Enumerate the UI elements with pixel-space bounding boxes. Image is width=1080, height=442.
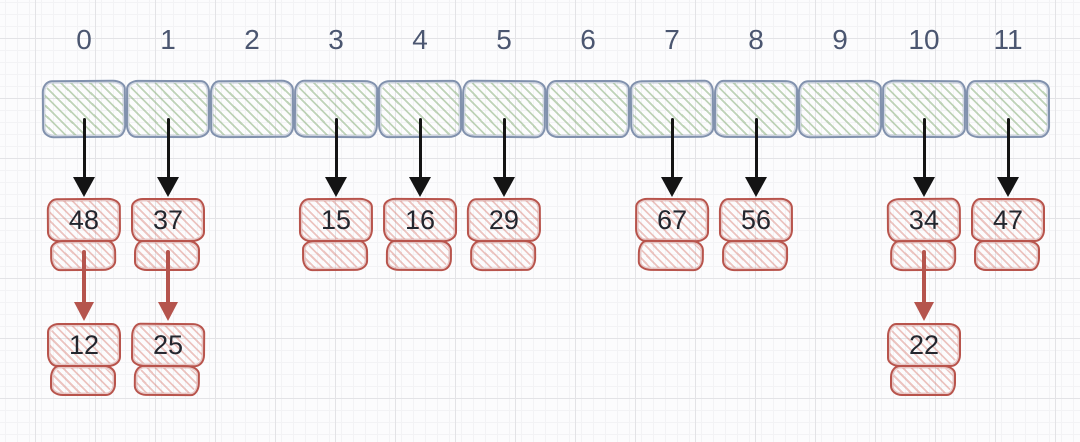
arrow-head-icon — [913, 177, 935, 197]
node-value: 15 — [320, 204, 352, 235]
node-value-box: 48 — [46, 197, 122, 243]
node-next-pointer-box — [385, 239, 452, 272]
bucket-index-label: 1 — [160, 24, 176, 55]
arrow-head-icon — [73, 177, 95, 197]
array-cell — [209, 79, 295, 139]
bucket-index-label: 6 — [580, 24, 596, 55]
node-value-box: 16 — [382, 197, 458, 243]
bucket-column: 3 15 — [293, 0, 379, 442]
node-next-pointer-box — [890, 239, 957, 272]
node-next-pointer-box — [133, 364, 200, 397]
bucket-index-label: 0 — [76, 24, 92, 55]
list-node: 25 — [130, 322, 206, 397]
bucket-index-label: 10 — [908, 24, 940, 55]
array-cell — [797, 79, 883, 139]
node-value-box: 12 — [47, 323, 121, 367]
bucket-column: 4 16 — [377, 0, 463, 442]
array-cell — [41, 79, 127, 139]
node-value: 16 — [404, 204, 436, 235]
bucket-column: 2 — [209, 0, 295, 442]
node-value: 34 — [908, 204, 940, 235]
arrow-head-icon — [158, 302, 178, 321]
bucket-index-label: 5 — [496, 24, 512, 55]
list-node: 15 — [298, 197, 374, 272]
array-cell — [713, 79, 799, 139]
list-node: 22 — [887, 323, 961, 396]
arrow-head-icon — [325, 177, 347, 197]
list-node: 67 — [634, 197, 710, 272]
list-node: 37 — [131, 198, 205, 271]
arrow-head-icon — [997, 177, 1019, 197]
node-next-pointer-box — [890, 365, 956, 396]
list-node: 47 — [971, 198, 1045, 271]
bucket-index-label: 7 — [664, 24, 680, 55]
list-node: 48 — [46, 197, 122, 272]
bucket-index-label: 9 — [832, 24, 848, 55]
node-next-pointer-box — [50, 239, 117, 272]
arrow-head-icon — [661, 177, 683, 197]
bucket-column: 1 37 25 — [125, 0, 211, 442]
node-value-box: 47 — [971, 198, 1045, 242]
list-node: 12 — [47, 323, 121, 396]
arrow-head-icon — [914, 302, 934, 321]
node-next-pointer-box — [470, 239, 537, 272]
array-cell — [293, 79, 379, 139]
array-cell — [881, 79, 967, 139]
node-next-pointer-box — [302, 239, 369, 272]
list-node: 34 — [886, 197, 962, 272]
node-value: 22 — [908, 329, 940, 360]
node-value-box: 67 — [634, 197, 710, 243]
bucket-column: 11 47 — [965, 0, 1051, 442]
node-next-pointer-box — [134, 240, 200, 271]
node-value-box: 29 — [466, 197, 542, 243]
arrow-head-icon — [745, 177, 767, 197]
node-value-box: 37 — [131, 198, 205, 242]
bucket-column: 9 — [797, 0, 883, 442]
bucket-column: 0 48 12 — [41, 0, 127, 442]
array-cell — [461, 79, 547, 139]
bucket-column: 8 56 — [713, 0, 799, 442]
node-value: 48 — [68, 204, 100, 235]
node-value: 12 — [68, 329, 100, 360]
node-value: 67 — [656, 204, 688, 235]
node-value-box: 15 — [298, 197, 374, 243]
array-cell — [629, 79, 715, 139]
bucket-column: 6 — [546, 0, 630, 442]
node-next-pointer-box — [974, 240, 1040, 271]
node-next-pointer-box — [637, 239, 704, 272]
bucket-index-label: 4 — [412, 24, 428, 55]
bucket-column: 10 34 22 — [881, 0, 967, 442]
array-cell — [965, 79, 1051, 139]
arrow-head-icon — [74, 302, 94, 321]
arrow-head-icon — [493, 177, 515, 197]
node-value: 37 — [152, 204, 184, 235]
list-node: 16 — [382, 197, 458, 272]
bucket-column: 7 67 — [629, 0, 715, 442]
node-value: 25 — [152, 329, 184, 360]
bucket-index-label: 3 — [328, 24, 344, 55]
node-value-box: 34 — [886, 197, 962, 243]
node-value-box: 56 — [718, 197, 794, 243]
node-value-box: 22 — [887, 323, 961, 367]
bucket-index-label: 11 — [993, 24, 1023, 55]
node-next-pointer-box — [722, 239, 789, 272]
node-value: 47 — [992, 204, 1024, 235]
array-cell — [125, 79, 211, 139]
array-cell — [377, 79, 463, 139]
arrow-head-icon — [157, 177, 179, 197]
bucket-index-label: 2 — [244, 24, 260, 55]
node-value-box: 25 — [130, 322, 206, 368]
bucket-column: 5 29 — [461, 0, 547, 442]
node-next-pointer-box — [50, 365, 116, 396]
list-node: 56 — [718, 197, 794, 272]
node-value: 29 — [488, 204, 520, 235]
bucket-index-label: 8 — [748, 24, 764, 55]
list-node: 29 — [466, 197, 542, 272]
array-cell — [546, 80, 630, 138]
arrow-head-icon — [409, 177, 431, 197]
node-value: 56 — [740, 204, 772, 235]
